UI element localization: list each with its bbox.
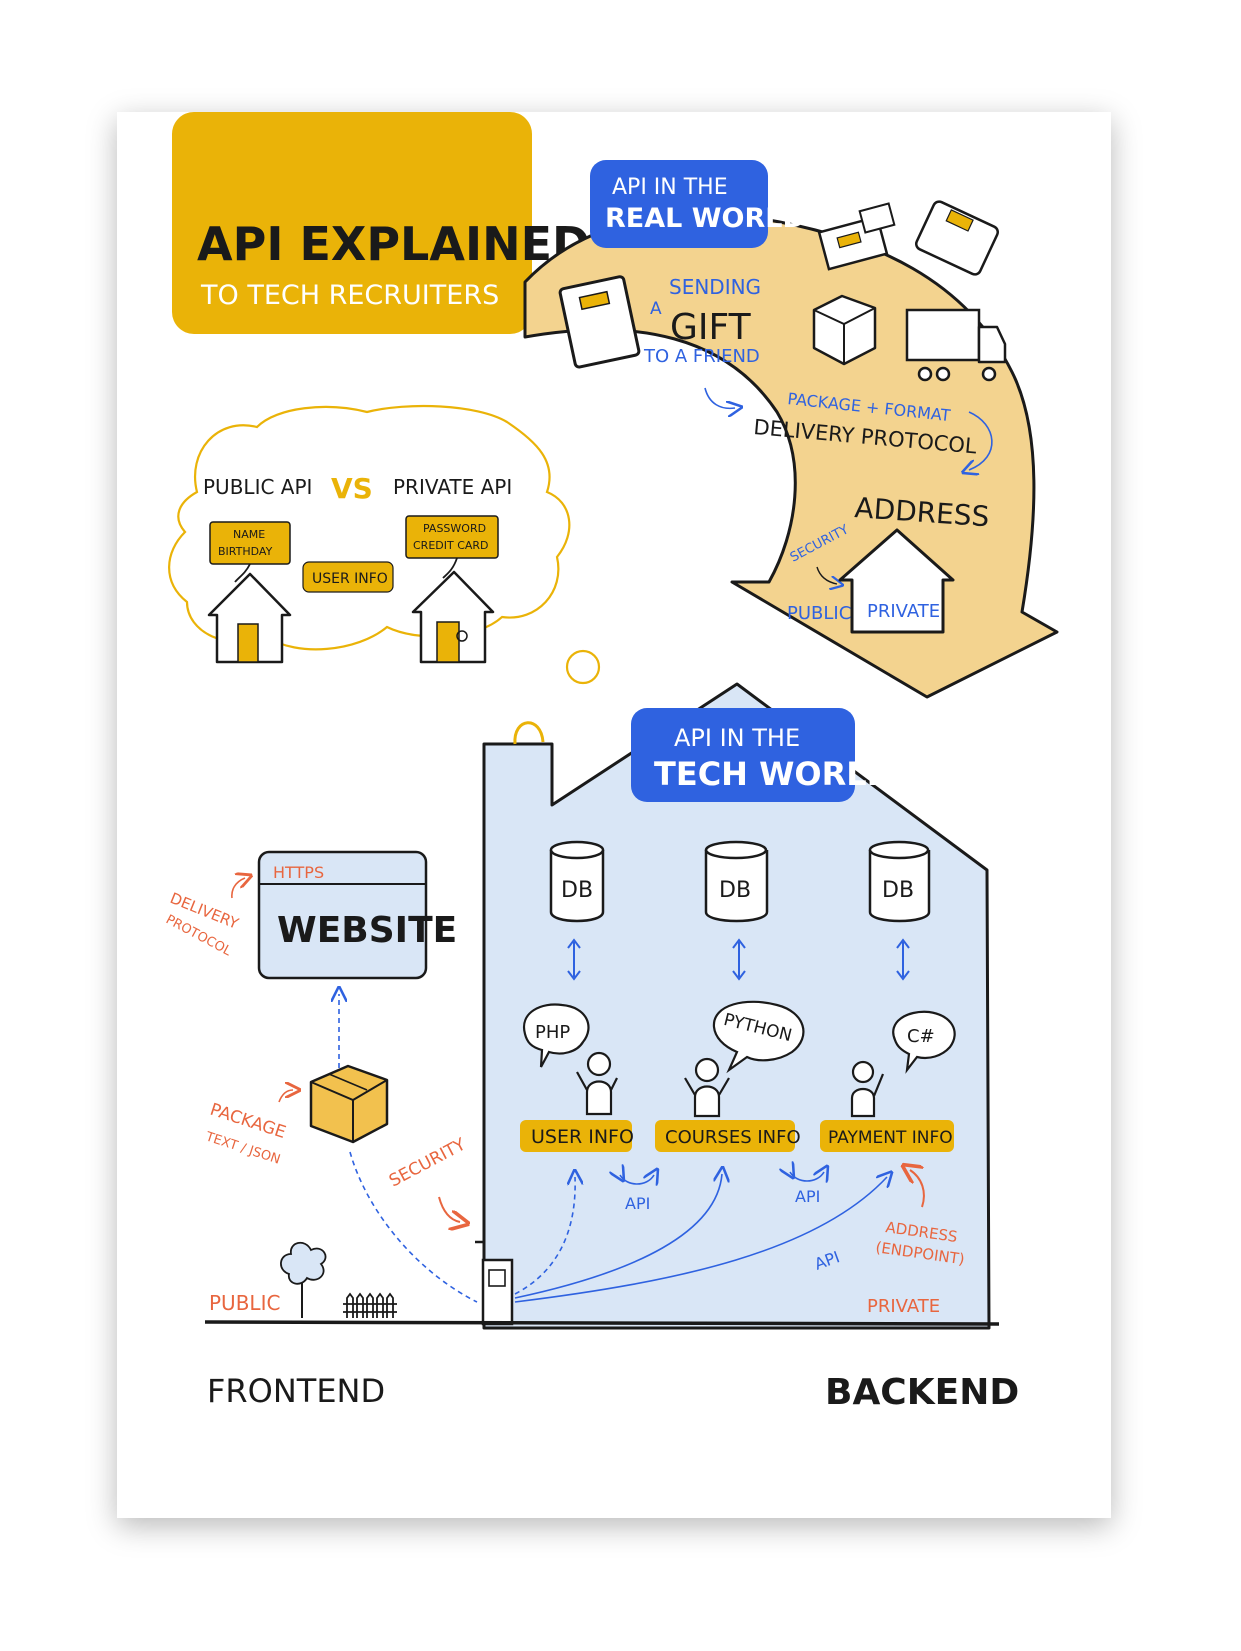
endpoint-arrow-courses xyxy=(514,1174,722,1299)
service-user-info-label: USER INFO xyxy=(531,1126,634,1148)
title-subtitle: TO TECH RECRUITERS xyxy=(200,280,499,311)
private-sign xyxy=(405,515,499,559)
api-link-2 xyxy=(790,1172,824,1181)
service-payment-info-label: PAYMENT INFO xyxy=(828,1128,953,1148)
php-label: PHP xyxy=(535,1022,570,1043)
chimney-smoke xyxy=(513,721,545,745)
database-2: DB xyxy=(704,840,769,923)
csharp-label: C# xyxy=(907,1026,935,1047)
service-courses-info-label: COURSES INFO xyxy=(665,1127,801,1148)
public-sign-line1: NAME xyxy=(233,528,265,541)
security-arrow-top xyxy=(816,566,837,584)
json-package-icon xyxy=(309,1064,389,1144)
gift-sending: SENDING xyxy=(669,275,761,299)
fence-icon xyxy=(343,1292,397,1318)
security-arrow-bottom xyxy=(438,1196,460,1222)
db-connector-arrows xyxy=(567,938,910,981)
developer-figures xyxy=(576,1051,885,1118)
api-link-1 xyxy=(620,1175,654,1184)
tech-world-badge-line1: API IN THE xyxy=(674,724,800,752)
address-arrow xyxy=(910,1170,925,1208)
letter-icon xyxy=(558,275,641,369)
request-arrow xyxy=(349,1151,478,1303)
real-world-badge xyxy=(590,160,768,248)
user-info-pill-label: USER INFO xyxy=(312,571,388,587)
thought-cloud-outline xyxy=(168,404,571,651)
gift-a: A xyxy=(650,299,662,319)
backend-label: BACKEND xyxy=(825,1372,1019,1413)
public-house-icon xyxy=(207,572,292,664)
delivery-protocol-arrow xyxy=(231,878,245,899)
gift-word: GIFT xyxy=(670,307,752,348)
poster-illustration: API EXPLAINED TO TECH RECRUITERS API IN … xyxy=(163,112,1059,1413)
title-block: API EXPLAINED TO TECH RECRUITERS xyxy=(172,112,590,334)
backend-door xyxy=(475,1240,514,1326)
real-world-badge-line1: API IN THE xyxy=(612,175,728,200)
tech-world-section: API IN THE TECH WORLD DB DB DB PHP PYT xyxy=(475,682,991,1330)
private-label-bottom: PRIVATE xyxy=(867,1296,940,1317)
public-label-top: PUBLIC xyxy=(787,603,851,624)
api-label-2: API xyxy=(795,1187,820,1206)
database-1-label: DB xyxy=(561,878,593,903)
address-house-icon xyxy=(838,528,955,634)
security-label-bottom: SECURITY xyxy=(386,1134,470,1191)
poster-sheet: API EXPLAINED TO TECH RECRUITERS API IN … xyxy=(117,112,1111,1518)
service-user-info xyxy=(520,1120,632,1152)
private-sign-line2: CREDIT CARD xyxy=(413,539,489,552)
vs-label: VS xyxy=(331,472,373,505)
real-world-section: API IN THE REAL WORLD A SENDING GIFT TO … xyxy=(523,160,1059,699)
api-label-1: API xyxy=(625,1194,650,1213)
thought-bubble-1 xyxy=(565,649,601,685)
title-main: API EXPLAINED xyxy=(197,217,590,271)
private-api-label: PRIVATE API xyxy=(393,475,512,499)
private-house-icon xyxy=(411,570,495,664)
delivery-truck-icon xyxy=(905,308,1007,382)
gift-to-friend: TO A FRIEND xyxy=(643,346,760,367)
database-1: DB xyxy=(549,840,605,923)
python-bubble xyxy=(712,1000,805,1074)
private-label-top: PRIVATE xyxy=(867,601,940,622)
public-private-cloud: PUBLIC API VS PRIVATE API NAME BIRTHDAY … xyxy=(168,404,601,685)
public-api-label: PUBLIC API xyxy=(203,475,312,499)
mail-items-icon xyxy=(817,200,999,276)
ground-line xyxy=(204,1320,1000,1326)
frontend-label: FRONTEND xyxy=(207,1372,385,1410)
parcel-box-icon xyxy=(812,294,877,366)
endpoint-arrow-payment xyxy=(514,1177,887,1303)
database-2-label: DB xyxy=(719,878,751,903)
public-label-bottom: PUBLIC xyxy=(209,1291,280,1315)
title-card xyxy=(172,112,532,334)
csharp-bubble xyxy=(892,1010,956,1074)
flow-arrow-1 xyxy=(704,387,735,408)
service-courses-info xyxy=(655,1120,795,1152)
service-payment-info xyxy=(820,1120,954,1152)
database-3: DB xyxy=(868,840,931,923)
https-label: HTTPS xyxy=(273,863,324,882)
user-info-pill xyxy=(302,561,394,593)
website-label: WEBSITE xyxy=(277,910,457,951)
tech-world-badge-line2: TECH WORLD xyxy=(654,755,893,793)
package-arrow xyxy=(278,1090,293,1103)
real-world-badge-line2: REAL WORLD xyxy=(605,203,805,234)
php-bubble xyxy=(522,1003,590,1068)
public-sign-line2: BIRTHDAY xyxy=(218,545,273,558)
tech-world-badge xyxy=(631,708,855,802)
database-3-label: DB xyxy=(882,878,914,903)
private-sign-line1: PASSWORD xyxy=(423,522,486,535)
endpoint-arrow-user xyxy=(514,1177,575,1295)
tree-icon xyxy=(280,1241,327,1318)
flow-arrow-2 xyxy=(969,411,993,470)
